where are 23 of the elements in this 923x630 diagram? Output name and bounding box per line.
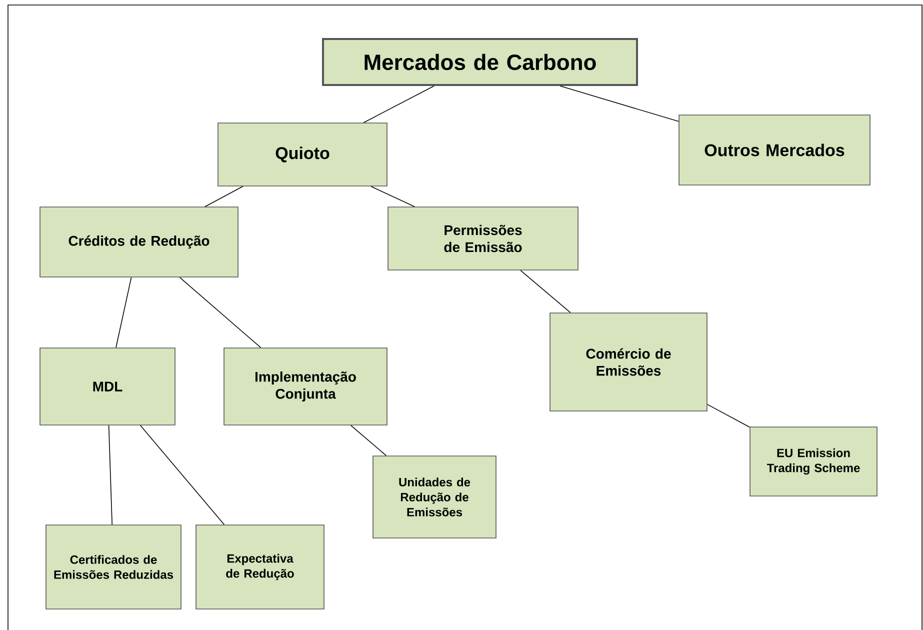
- connector-line: [707, 404, 750, 428]
- connector-line: [140, 425, 225, 525]
- box: Unidades de Redução de Emissões: [372, 456, 496, 538]
- box: Expectativa de Redução: [196, 524, 324, 610]
- box: Implementação Conjunta: [224, 348, 388, 426]
- connector-line: [108, 425, 112, 525]
- box: Permissões de Emissão: [388, 206, 578, 270]
- box: Outros Mercados: [678, 114, 870, 186]
- box: Comércio de Emissões: [550, 312, 708, 412]
- box: Créditos de Redução: [40, 206, 238, 278]
- connector-line: [350, 425, 387, 456]
- box: MDL: [40, 348, 176, 426]
- connector-line: [204, 186, 244, 207]
- connector-line: [179, 277, 262, 348]
- box: Quioto: [218, 122, 388, 186]
- connector-line: [370, 186, 415, 207]
- connector-line: [560, 86, 679, 122]
- box: Certificados de Emissões Reduzidas: [46, 524, 182, 610]
- connector-line: [520, 270, 571, 313]
- box: EU Emission Trading Scheme: [750, 426, 878, 496]
- connector-line: [363, 86, 434, 123]
- connector-line: [116, 277, 132, 348]
- box: Mercados de Carbono: [322, 38, 638, 86]
